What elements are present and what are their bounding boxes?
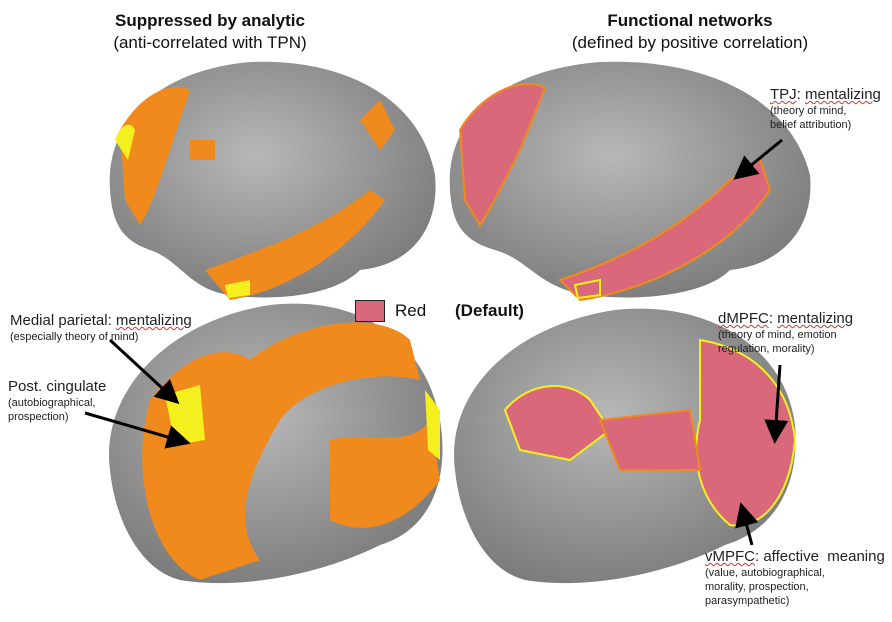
annotation-vmpfc: vMPFC: affective meaning (value, autobio… [705,548,885,608]
brain-lateral-right [449,61,811,302]
medial-parietal-sep: : [107,312,116,329]
annotation-tpj: TPJ: mentalizing (theory of mind, belief… [770,86,881,132]
dmpfc-role: mentalizing [777,310,854,327]
annotation-post-cingulate: Post. cingulate (autobiographical, prosp… [8,378,106,424]
left-title-sub: (anti-correlated with TPN) [113,33,307,52]
vmpfc-detail-2: morality, prospection, [705,581,809,593]
legend-swatch [355,300,385,322]
left-title: Suppressed by analytic (anti-correlated … [90,10,330,54]
medial-parietal-name: Medial parietal [10,312,108,329]
brain-medial-right [454,308,797,584]
arrow-medial-parietal [108,338,180,405]
annotation-dmpfc: dMPFC: mentalizing (theory of mind, emot… [718,310,853,356]
dmpfc-sep: : [768,310,778,327]
medial-parietal-role: mentalizing [115,312,192,329]
annotation-medial-parietal: Medial parietal: mentalizing (especially… [10,312,192,344]
legend-label: Red [395,301,427,320]
medial-parietal-detail: (especially theory of mind) [10,331,139,343]
left-title-main: Suppressed by analytic [115,11,305,30]
tpj-detail-2: belief attribution) [770,119,852,131]
brain-medial-left [109,303,443,584]
dmpfc-detail-2: regulation, morality) [718,343,815,355]
arrow-vmpfc [735,502,759,546]
vmpfc-role: affective meaning [763,548,885,565]
tpj-name: TPJ [770,86,797,103]
vmpfc-name: vMPFC [705,548,755,565]
tpj-sep: : [796,86,806,103]
right-title-main: Functional networks [607,11,773,30]
vmpfc-detail-1: (value, autobiographical, [705,567,825,579]
dmpfc-name: dMPFC [718,310,769,327]
arrow-post-cingulate [84,411,191,449]
right-title-sub: (defined by positive correlation) [571,33,809,52]
post-cingulate-detail-1: (autobiographical, [8,397,96,409]
tpj-role: mentalizing [805,86,881,103]
brain-lateral-left [109,61,436,300]
vmpfc-sep: : [755,548,764,565]
tpj-detail-1: (theory of mind, [770,105,847,117]
vmpfc-detail-3: parasympathetic) [705,595,790,607]
arrow-tpj [733,138,783,180]
post-cingulate-detail-2: prospection) [8,411,69,423]
legend: Red (Default) [355,300,524,322]
right-title: Functional networks (defined by positive… [540,10,840,54]
legend-note: (Default) [455,301,524,320]
arrow-dmpfc [764,364,789,444]
dmpfc-detail-1: (theory of mind, emotion [718,329,837,341]
post-cingulate-name: Post. cingulate [8,378,107,395]
